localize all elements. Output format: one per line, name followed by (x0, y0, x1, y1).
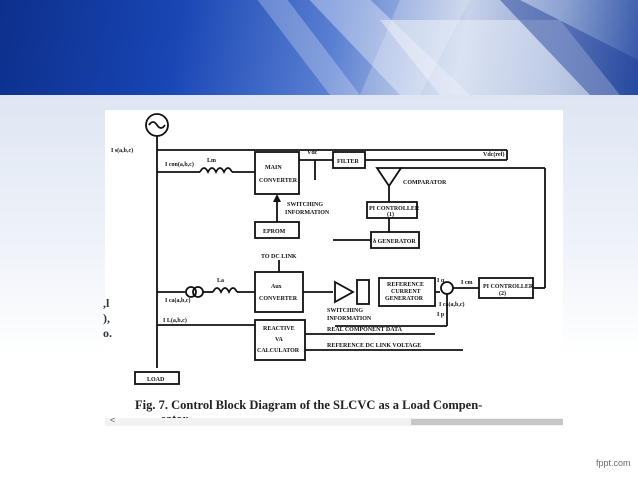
label-switching-info-2-line2: INFORMATION (327, 316, 372, 322)
label-pi-controller-2-line2: (2) (499, 290, 506, 297)
label-iq: I q (437, 278, 445, 284)
label-main-converter-line1: MAIN (265, 165, 282, 171)
label-load: LOAD (147, 377, 165, 383)
label-ip: I p (437, 312, 445, 318)
header-banner (0, 0, 638, 95)
label-vdc: Vdc (307, 150, 318, 156)
label-switching-info-1-line2: INFORMATION (285, 210, 330, 216)
banner-decoration (257, 0, 638, 95)
control-block-diagram: I s(a,b,c) I con(a,b,c) Lm MAIN CONVERTE… (111, 113, 546, 385)
label-reference-current: I ca(a,b,c) (439, 301, 465, 308)
scanned-figure: I s(a,b,c) I con(a,b,c) Lm MAIN CONVERTE… (105, 110, 563, 426)
scroll-left-arrow-icon[interactable]: < (110, 415, 116, 425)
label-switching-info-1-line1: SWITCHING (287, 202, 323, 208)
label-eprom: EPROM (263, 229, 286, 235)
cropped-text-line-3: o. (103, 326, 112, 340)
label-source-current: I s(a,b,c) (111, 147, 133, 154)
figure-caption-label: Fig. 7. (135, 398, 168, 412)
branding-watermark: fppt.com (596, 458, 631, 468)
scrollbar-thumb[interactable] (411, 419, 563, 425)
label-aux-converter-line1: Aux (271, 284, 282, 290)
label-pi-controller-2-line1: PI CONTROLLER (483, 284, 534, 290)
label-reactive-calculator-line1: REACTIVE (263, 326, 295, 332)
label-angle-generator: δ GENERATOR (373, 239, 416, 245)
label-aux-converter-current: I ca(a,b,c) (165, 297, 191, 304)
label-comparator: COMPARATOR (403, 180, 447, 186)
label-pi-controller-1-line2: (1) (387, 211, 394, 218)
label-aux-inductor: La (217, 278, 224, 284)
cropped-side-text: ,l ), o. (103, 296, 112, 341)
label-reactive-calculator-line2: VA (275, 337, 284, 343)
label-aux-converter-line2: CONVERTER (259, 296, 298, 302)
label-filter: FILTER (337, 159, 359, 165)
label-real-component-data: REAL COMPONENT DATA (327, 327, 403, 333)
label-main-converter-line2: CONVERTER (259, 178, 298, 184)
cropped-text-line-2: ), (103, 311, 110, 325)
label-load-current: I L(a,b,c) (163, 317, 187, 324)
figure-caption: Fig. 7. Control Block Diagram of the SLC… (135, 398, 555, 426)
label-reference-generator-line3: GENERATOR (385, 296, 424, 302)
label-icm: I cm (461, 280, 473, 286)
cropped-text-line-1: ,l (103, 296, 110, 310)
label-switching-info-2-line1: SWITCHING (327, 308, 363, 314)
label-vdc-ref: Vdc(ref) (483, 151, 505, 158)
label-reference-generator-line1: REFERENCE (387, 282, 424, 288)
label-main-converter-current: I con(a,b,c) (165, 161, 194, 168)
label-reactive-calculator-line3: CALCULATOR (257, 348, 300, 354)
horizontal-scrollbar[interactable]: < (105, 415, 563, 426)
figure-caption-text: Control Block Diagram of the SLCVC as a … (171, 398, 483, 412)
label-pi-controller-1-line1: PI CONTROLLER (369, 206, 420, 212)
label-reference-dc-link-voltage: REFERENCE DC LINK VOLTAGE (327, 343, 421, 349)
label-to-dc-link: TO DC LINK (261, 254, 297, 260)
label-reference-generator-line2: CURRENT (391, 289, 421, 295)
label-main-inductor: Lm (207, 158, 216, 164)
